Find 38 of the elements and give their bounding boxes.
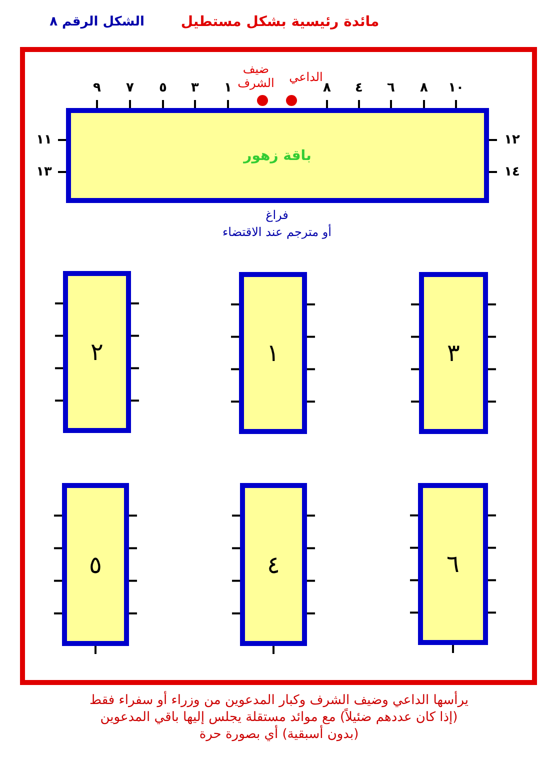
seat-number: ١٠ [448,80,464,96]
seat-number: ٧ [126,80,134,96]
beside-label: الداعي [288,70,323,84]
seat-number: ٣ [191,80,199,96]
table-label: باقة زهور [244,148,312,164]
table-number: ٥ [89,550,102,578]
seat-number: ٨ [420,80,428,96]
table-number: ٤ [267,550,280,578]
seat-number: ٤ [355,80,363,96]
table-number: ٣ [447,339,460,367]
title: مائدة رئيسية بشكل مستطيل [180,14,380,30]
seat-number: ٥ [159,80,167,96]
seat-number: ١٣ [36,164,52,180]
guest-table [62,483,129,646]
guest-table [63,271,131,433]
guest-table [239,272,307,434]
seat-number: ٦ [387,80,395,96]
figure-number: الشكل الرقم ٨ [50,14,144,30]
table-number: ٢ [90,338,104,366]
note: فراغ [264,208,290,222]
seat-dot [286,95,297,106]
seat-number: ٩ [93,80,101,96]
seat-number: ١٤ [504,164,520,180]
note: أو مترجم عند الاقتضاء [222,225,332,239]
beside-label: ضيف الشرف [236,62,276,90]
room-outline [20,47,537,685]
table-number: ١ [266,339,280,367]
seat-number: ١٢ [504,132,520,148]
seat-number: ١١ [36,132,52,148]
guest-table [419,272,488,434]
seat-number: ١ [224,80,232,96]
seat-dot [257,95,268,106]
head-table [66,108,489,203]
table-number: ٦ [446,550,460,578]
guest-table [240,483,307,646]
seat-number: ٨ [323,80,331,96]
guest-table [418,483,488,645]
caption: يرأسها الداعي وضيف الشرف وكبار المدعوين من وزراء أو سفراء فقط (إذا كان عددهم ضئيلاً) مع موائد مستقلة يجلس إليها باقي المدعوين (بدون أسبقية) أي بصورة حرة [89,692,469,743]
